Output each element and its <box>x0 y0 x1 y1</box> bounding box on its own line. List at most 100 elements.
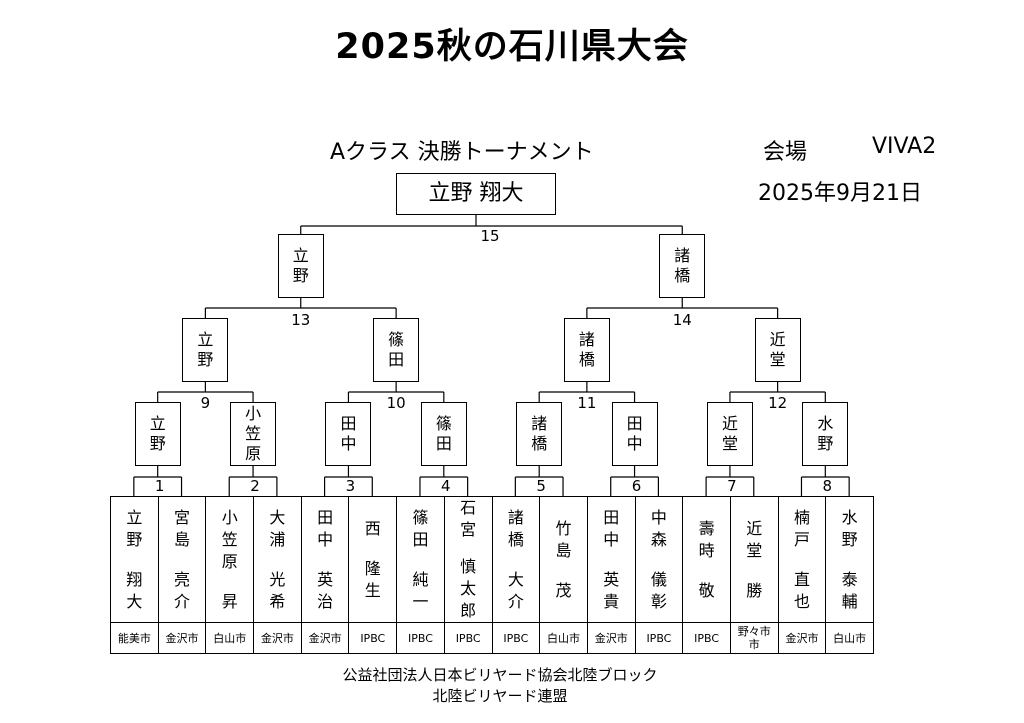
player-family-name: 水野 <box>841 507 858 549</box>
player-club-cell: 金沢市 <box>586 622 636 654</box>
player-club: IPBC <box>360 631 386 645</box>
player-name-cell: 立野翔大 <box>110 496 159 623</box>
page-title: 2025秋の石川県大会 <box>335 27 689 67</box>
winner-name: 近堂 <box>769 330 786 369</box>
player-name-cell: 諸橋大介 <box>491 496 541 623</box>
player-club-cell: 白山市 <box>205 622 255 654</box>
round1-winner-box: 諸橋 <box>516 402 563 466</box>
player-club-cell: IPBC <box>491 622 541 654</box>
match-number: 5 <box>536 477 546 495</box>
player-given-name: 直也 <box>793 569 810 611</box>
player-name-cell: 中森儀彰 <box>634 496 684 623</box>
champion-name: 立野 翔大 <box>428 181 524 206</box>
player-given-name: 英貴 <box>603 569 620 611</box>
player-name-cell: 楠戸直也 <box>777 496 827 623</box>
quarterfinal-winner-box: 立野 <box>182 318 229 382</box>
round1-winner-box: 水野 <box>802 402 849 466</box>
winner-name: 諸橋 <box>531 414 548 453</box>
champion-box: 立野 翔大 <box>396 173 556 215</box>
player-name-cell: 石宮慎太郎 <box>443 496 493 623</box>
match-number: 9 <box>200 394 211 412</box>
player-given-name: 昇 <box>221 591 238 611</box>
player-family-name: 篠田 <box>412 507 429 549</box>
player-club-cell: 白山市 <box>825 622 874 654</box>
player-given-name: 亮介 <box>174 569 191 611</box>
player-name-cell: 水野泰輔 <box>825 496 874 623</box>
winner-name: 田中 <box>340 414 357 453</box>
match-number: 10 <box>386 394 406 412</box>
winner-name: 立野 <box>292 246 309 285</box>
match-number: 12 <box>768 394 788 412</box>
semifinal-winner-box: 立野 <box>277 234 324 298</box>
player-given-name: 敬 <box>698 580 715 600</box>
match-number: 3 <box>345 477 356 495</box>
quarterfinal-winner-box: 篠田 <box>373 318 420 382</box>
player-club-cell: 白山市 <box>539 622 588 654</box>
player-name-cell: 小笠原昇 <box>205 496 255 623</box>
player-family-name: 田中 <box>317 507 334 549</box>
player-given-name: 儀彰 <box>650 569 667 611</box>
player-name-cell: 宮島亮介 <box>157 496 207 623</box>
event-date: 2025年9月21日 <box>758 181 922 206</box>
quarterfinal-winner-box: 近堂 <box>754 318 801 382</box>
player-club-cell: 能美市 <box>110 622 159 654</box>
footer-organizer: 公益社団法人日本ビリヤード協会北陸ブロック <box>342 666 658 684</box>
round1-winner-box: 立野 <box>134 402 181 466</box>
player-club: 白山市 <box>547 631 581 645</box>
player-club-cell: IPBC <box>443 622 493 654</box>
player-club: 野々市市 <box>737 625 771 651</box>
round1-winner-box: 篠田 <box>420 402 467 466</box>
winner-name: 立野 <box>197 330 214 369</box>
player-name-cell: 竹島茂 <box>539 496 588 623</box>
player-club: 金沢市 <box>260 631 294 645</box>
player-family-name: 田中 <box>603 507 620 549</box>
match-number: 8 <box>822 477 833 495</box>
winner-name: 田中 <box>626 414 643 453</box>
venue-label: 会場 <box>763 140 808 165</box>
winner-name: 諸橋 <box>578 330 595 369</box>
player-club: 能美市 <box>117 631 151 645</box>
player-club: 白山市 <box>213 631 247 645</box>
match-number: 11 <box>577 394 597 412</box>
player-given-name: 英治 <box>317 569 334 611</box>
winner-name: 近堂 <box>721 414 738 453</box>
player-club: IPBC <box>408 631 433 645</box>
player-family-name: 西 <box>364 518 381 538</box>
player-club: IPBC <box>455 631 481 645</box>
player-club-cell: 金沢市 <box>300 622 350 654</box>
player-club: 金沢市 <box>594 631 628 645</box>
player-club: 金沢市 <box>165 631 199 645</box>
player-given-name: 茂 <box>555 580 572 600</box>
round1-winner-box: 田中 <box>611 402 658 466</box>
match-number: 14 <box>672 311 692 329</box>
bracket-subtitle: Aクラス 決勝トーナメント <box>330 140 594 165</box>
player-family-name: 諸橋 <box>507 507 524 549</box>
player-club-cell: IPBC <box>682 622 731 654</box>
player-club-cell: 野々市市 <box>729 622 779 654</box>
player-club-cell: 金沢市 <box>253 622 302 654</box>
quarterfinal-winner-box: 諸橋 <box>563 318 610 382</box>
player-club-cell: IPBC <box>396 622 445 654</box>
player-given-name: 泰輔 <box>841 569 858 611</box>
winner-name: 水野 <box>817 414 834 453</box>
player-family-name: 壽時 <box>698 518 715 560</box>
winner-name: 篠田 <box>435 414 452 453</box>
player-club: 白山市 <box>833 631 867 645</box>
winner-name: 立野 <box>149 414 166 453</box>
player-family-name: 中森 <box>650 507 667 549</box>
match-number: 4 <box>441 477 451 495</box>
player-family-name: 小笠原 <box>221 507 238 571</box>
winner-name: 諸橋 <box>674 246 691 285</box>
player-club: 金沢市 <box>785 631 819 645</box>
match-number: 1 <box>154 477 165 495</box>
player-club-cell: IPBC <box>634 622 684 654</box>
player-family-name: 竹島 <box>555 518 572 560</box>
player-club: IPBC <box>646 631 672 645</box>
player-family-name: 石宮 <box>460 498 477 539</box>
semifinal-winner-box: 諸橋 <box>659 234 706 298</box>
venue-name: VIVA2 <box>872 134 937 159</box>
player-family-name: 楠戸 <box>793 507 810 549</box>
player-name-cell: 西隆生 <box>348 496 398 623</box>
